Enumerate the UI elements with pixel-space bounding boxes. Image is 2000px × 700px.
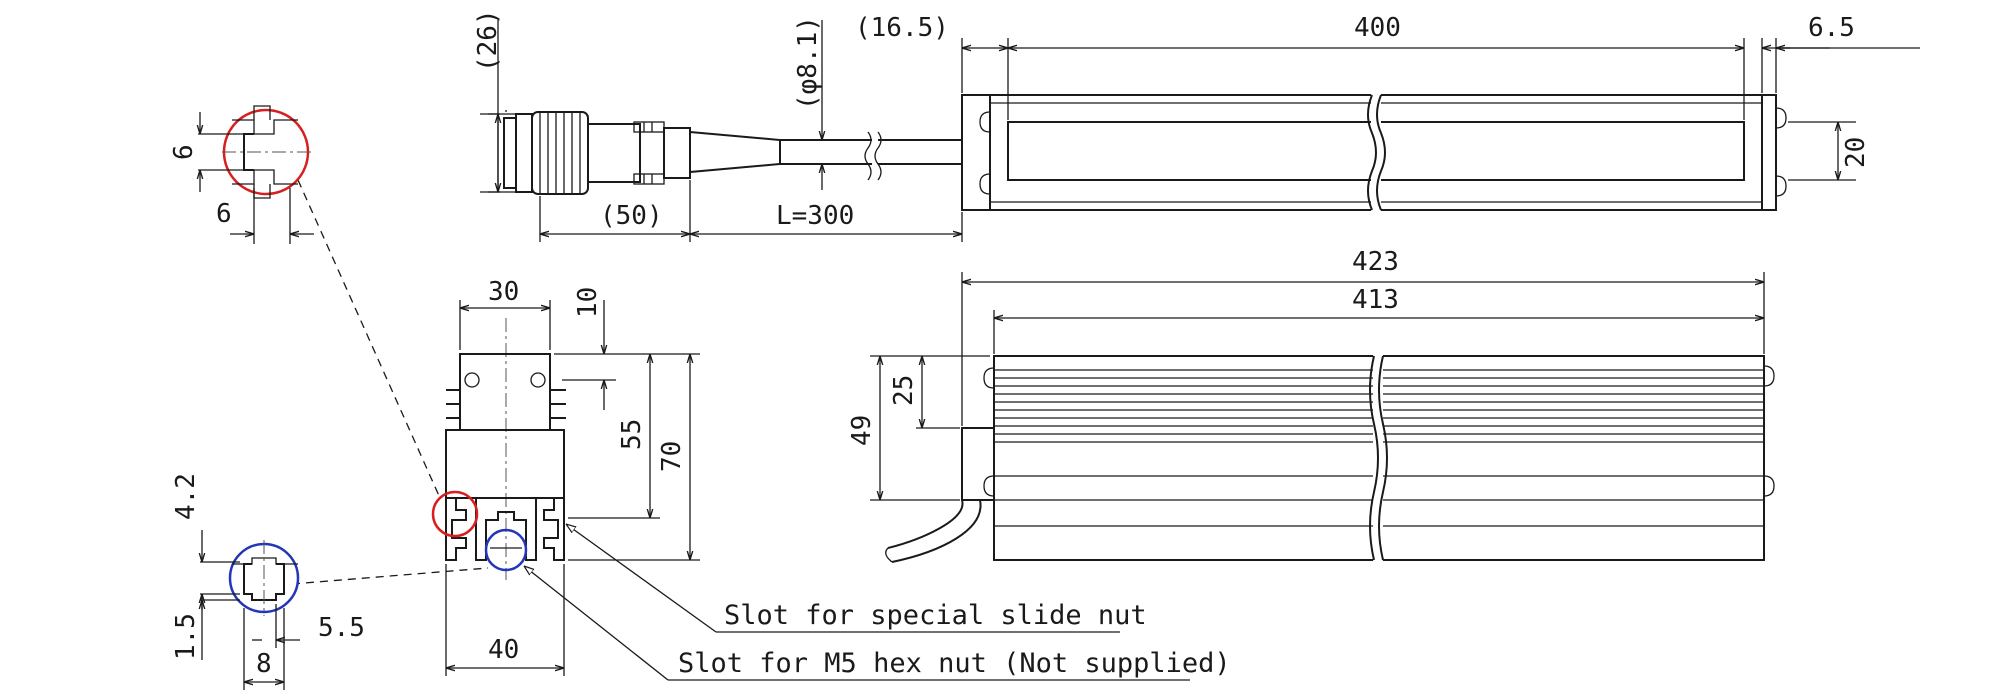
dim-70: 70 xyxy=(657,441,687,472)
blue-detail-marker xyxy=(484,528,528,572)
dim-55: 55 xyxy=(617,419,647,450)
front-view xyxy=(885,350,1775,566)
dim-400: 400 xyxy=(1354,13,1401,43)
dim-20: 20 xyxy=(1841,137,1871,168)
dim-50: (50) xyxy=(600,201,663,231)
dim-40: 40 xyxy=(488,635,519,665)
callouts: Slot for special slide nut Slot for M5 h… xyxy=(524,524,1231,681)
dim-16-5: (16.5) xyxy=(855,13,949,43)
dim-25: 25 xyxy=(889,375,919,406)
cable xyxy=(780,131,962,181)
dim-phi-8-1: (φ8.1) xyxy=(793,16,823,110)
dim-10: 10 xyxy=(573,287,603,318)
top-view xyxy=(503,88,1787,216)
dim-1-5: 1.5 xyxy=(171,613,201,660)
side-dimensions: 30 10 55 70 40 xyxy=(445,277,700,676)
side-view xyxy=(445,318,566,580)
red-detail-marker xyxy=(431,490,479,538)
dim-30: 30 xyxy=(488,277,519,307)
dim-413: 413 xyxy=(1352,285,1399,315)
note-slide-nut: Slot for special slide nut xyxy=(724,600,1147,631)
detail-red: 6 6 xyxy=(169,105,314,244)
light-bar-top xyxy=(961,88,1787,216)
detail-blue: 4.2 1.5 8 5.5 xyxy=(171,473,365,690)
connector xyxy=(503,111,781,195)
dim-4-2: 4.2 xyxy=(171,473,201,520)
dim-6-5: 6.5 xyxy=(1808,13,1855,43)
dim-8: 8 xyxy=(256,649,272,679)
dim-L300: L=300 xyxy=(776,201,854,231)
note-hex-nut: Slot for M5 hex nut (Not supplied) xyxy=(678,648,1231,679)
dim-26: (26) xyxy=(473,9,503,72)
front-dimensions: 423 413 25 49 xyxy=(847,247,1765,501)
top-dimensions: (16.5) 400 6.5 20 (26) (φ8.1) (50) L=300 xyxy=(473,9,1920,242)
dim-6-horizontal: 6 xyxy=(216,199,232,229)
dim-5-5: 5.5 xyxy=(318,613,365,643)
dim-423: 423 xyxy=(1352,247,1399,277)
dim-49: 49 xyxy=(847,415,877,446)
dim-6-vertical: 6 xyxy=(169,144,199,160)
